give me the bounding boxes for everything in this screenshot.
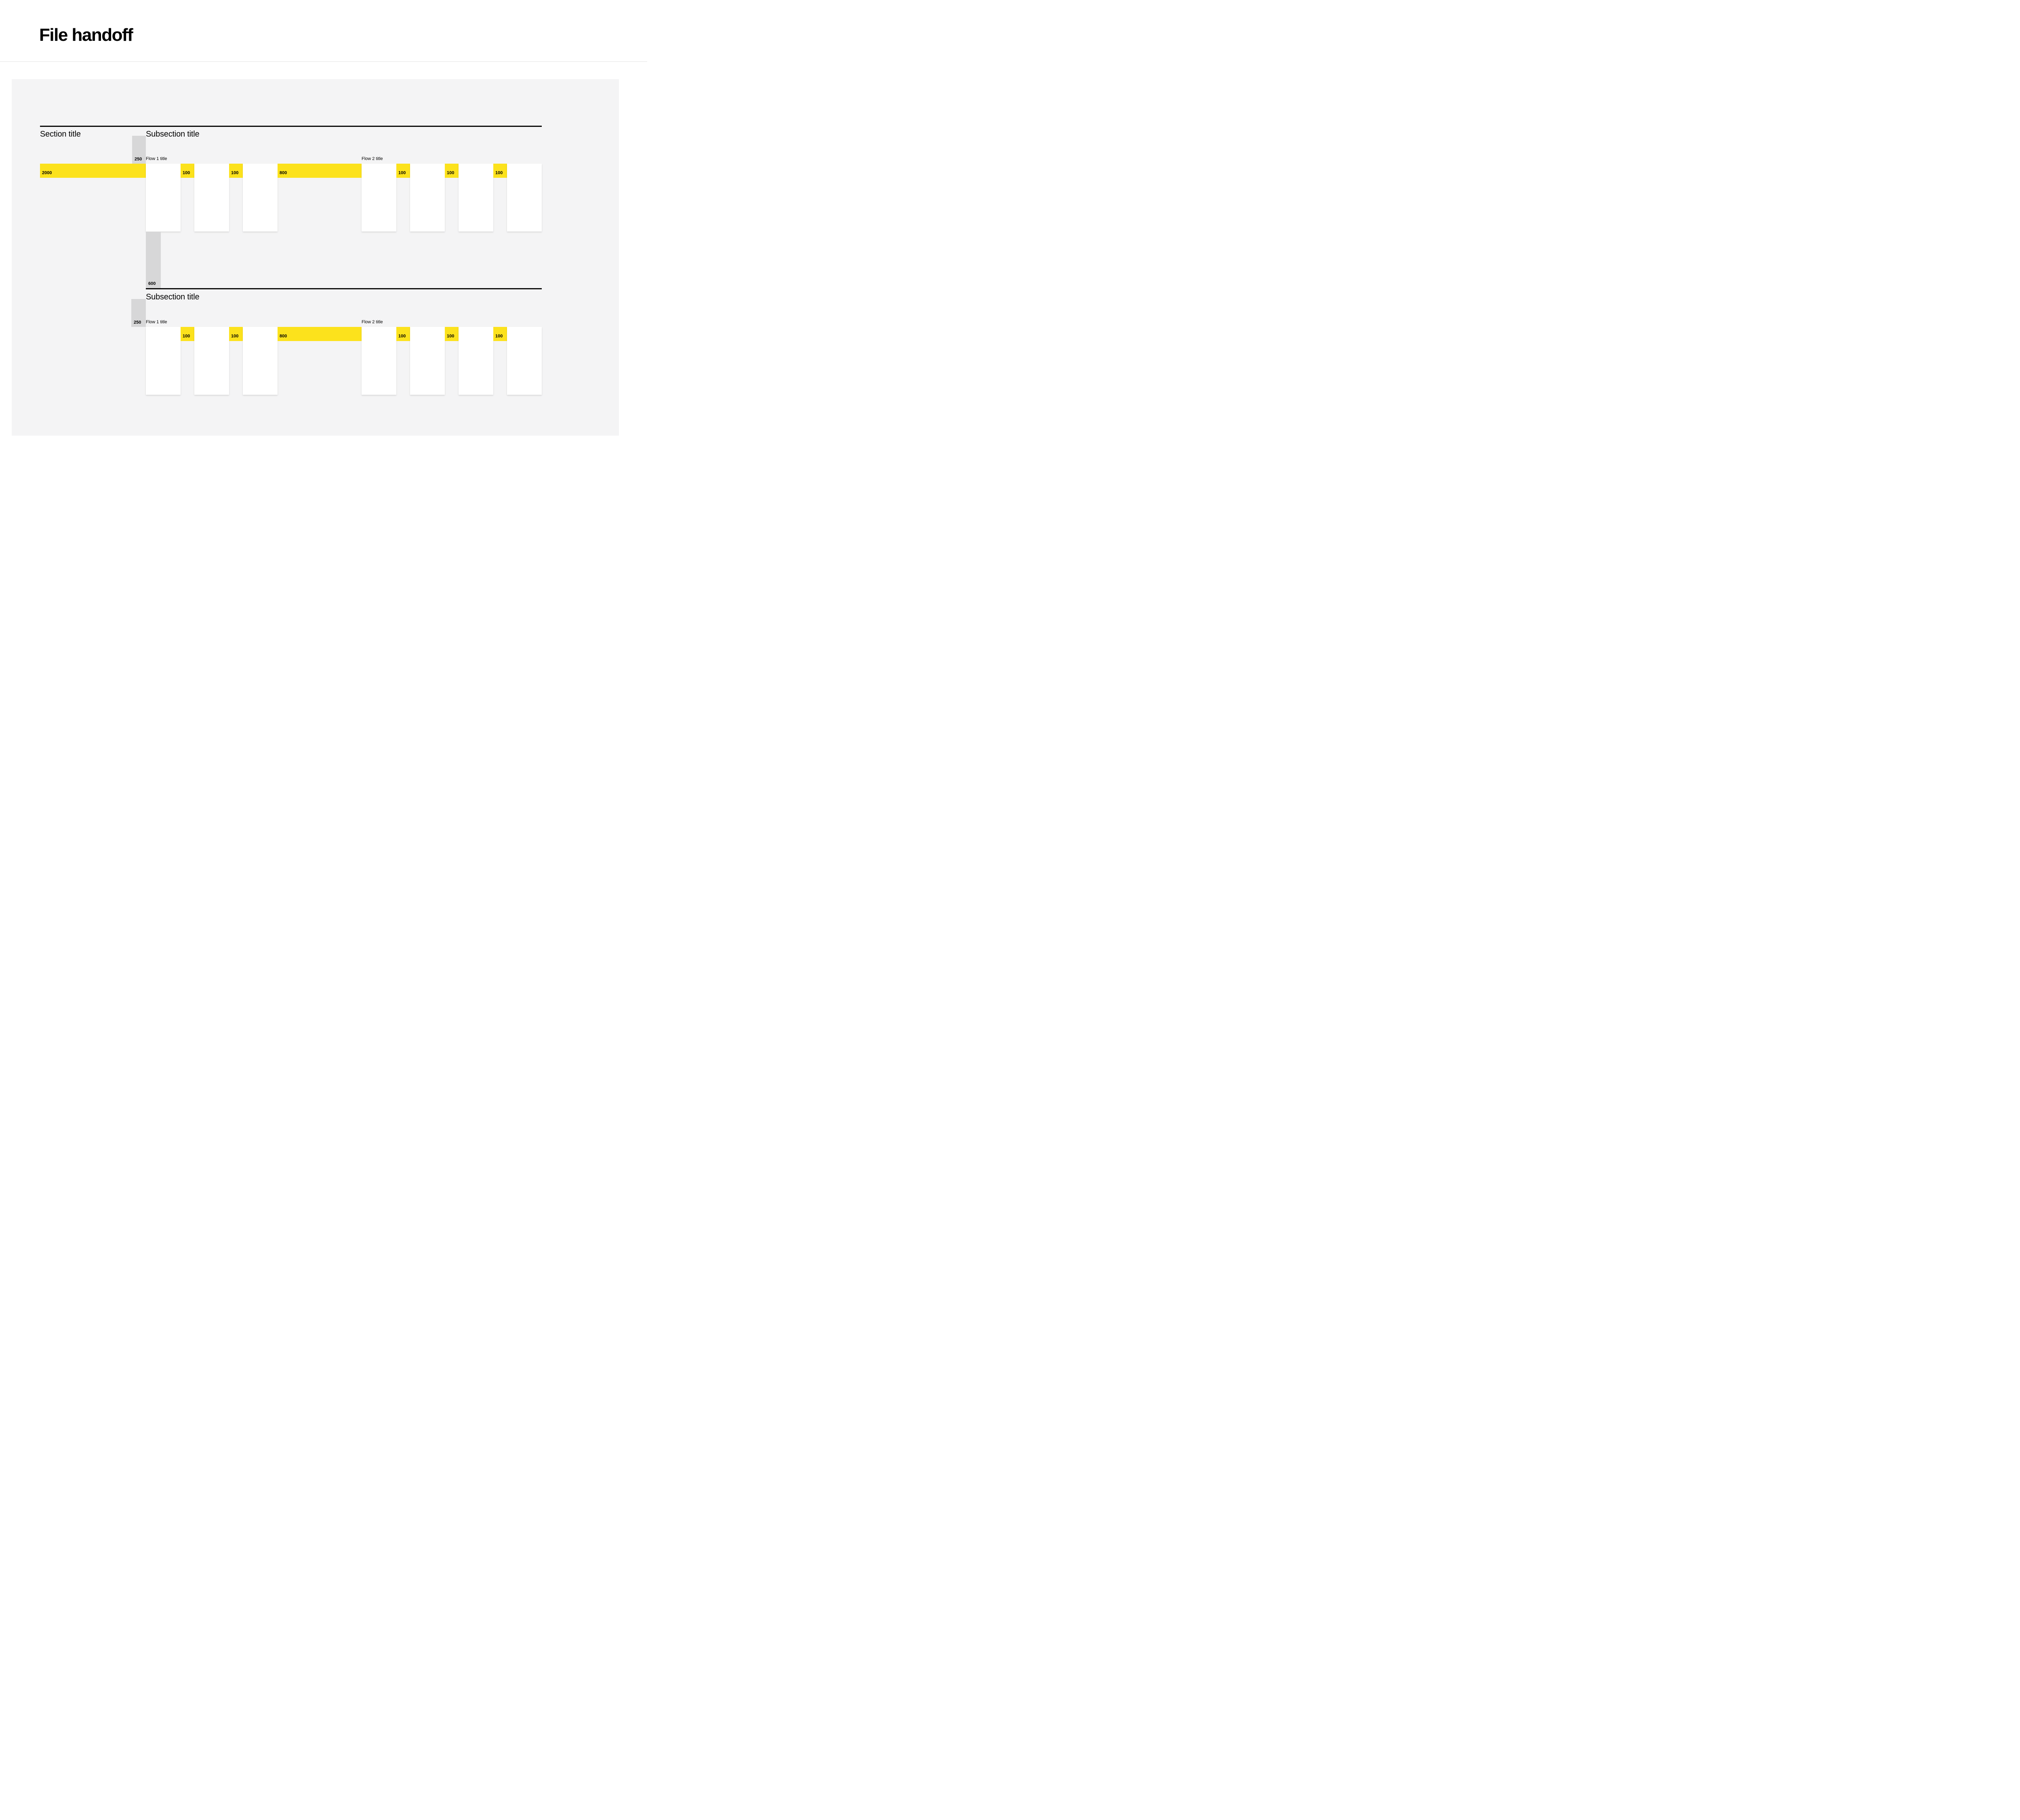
measure-label: 100 [447, 334, 455, 339]
frame-card [243, 164, 278, 232]
section-divider-line [40, 126, 542, 127]
measure-bar-100: 100 [396, 327, 410, 341]
measure-bar-2000: 2000 [40, 164, 146, 178]
measure-label: 100 [447, 171, 455, 175]
measure-label: 100 [495, 334, 503, 339]
frame-card [362, 327, 396, 395]
frame-card [507, 327, 542, 395]
measure-bar-100: 100 [445, 327, 459, 341]
measure-bar-100: 100 [396, 164, 410, 178]
measure-bar-100: 100 [493, 164, 507, 178]
flow-title: Flow 1 title [146, 156, 167, 161]
frame-card [194, 164, 229, 232]
frame-card [194, 327, 229, 395]
measure-label: 100 [231, 334, 239, 339]
measure-bar-100: 100 [229, 327, 243, 341]
flow-title: Flow 2 title [362, 320, 383, 324]
spacer-bar-250: 250 [132, 136, 146, 164]
flow-title: Flow 2 title [362, 156, 383, 161]
spacer-label: 250 [134, 320, 141, 325]
frame-card [459, 327, 493, 395]
page-header: File handoff [0, 0, 647, 62]
subsection-title: Subsection title [146, 293, 200, 301]
measure-label: 100 [183, 334, 190, 339]
measure-bar-100: 100 [493, 327, 507, 341]
frame-card [362, 164, 396, 232]
frame-card [243, 327, 278, 395]
measure-label: 100 [398, 171, 406, 175]
measure-label: 2000 [42, 171, 52, 175]
spacer-label: 250 [135, 157, 142, 162]
spacer-label: 600 [148, 281, 156, 286]
measure-label: 800 [280, 334, 287, 339]
spacer-bar-250: 250 [131, 299, 146, 327]
frame-card [459, 164, 493, 232]
spacer-bar-600: 600 [146, 232, 161, 288]
subsection-divider-line [146, 288, 542, 289]
page-title: File handoff [39, 25, 133, 45]
measure-label: 800 [280, 171, 287, 175]
measure-label: 100 [398, 334, 406, 339]
section-title: Section title [40, 130, 81, 139]
measure-bar-100: 100 [229, 164, 243, 178]
measure-bar-100: 100 [445, 164, 459, 178]
frame-card [146, 164, 181, 232]
canvas-panel: Section title Subsection title 250 Flow … [12, 79, 619, 436]
measure-label: 100 [231, 171, 239, 175]
measure-bar-100: 100 [181, 164, 194, 178]
frame-row: 100 100 800 100 100 100 [146, 327, 542, 395]
frame-row: 2000 100 100 800 100 100 100 [40, 164, 542, 232]
measure-label: 100 [183, 171, 190, 175]
measure-bar-800: 800 [278, 164, 362, 178]
frame-card [507, 164, 542, 232]
subsection-title: Subsection title [146, 130, 200, 139]
frame-card [410, 327, 445, 395]
frame-card [146, 327, 181, 395]
measure-bar-800: 800 [278, 327, 362, 341]
frame-card [410, 164, 445, 232]
measure-bar-100: 100 [181, 327, 194, 341]
measure-label: 100 [495, 171, 503, 175]
flow-title: Flow 1 title [146, 320, 167, 324]
